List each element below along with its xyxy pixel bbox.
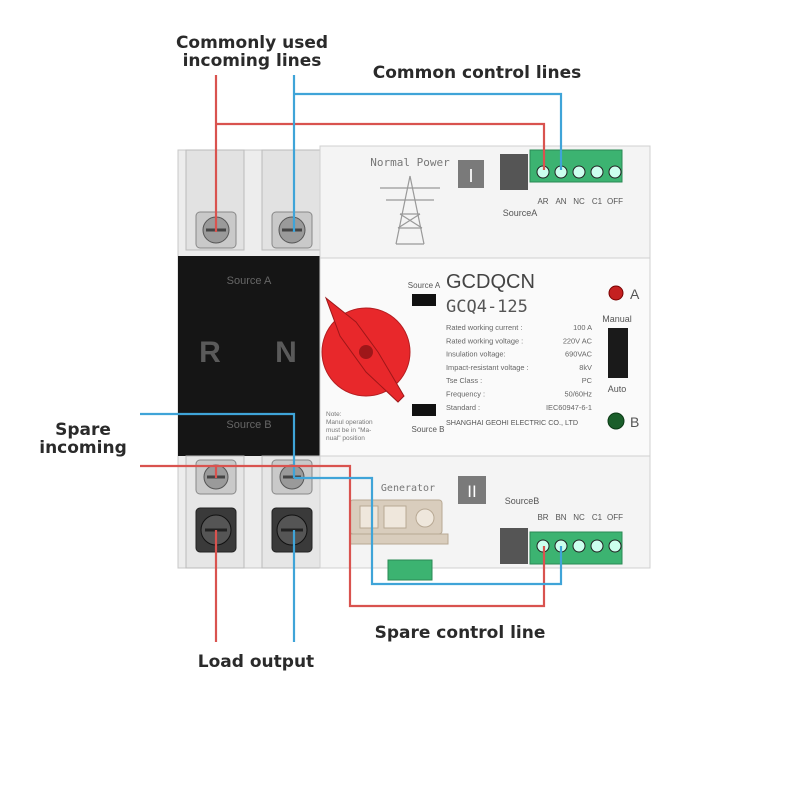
source-b-numeral: II [467,482,476,501]
load-terminal-screw-n [272,508,312,552]
breaker-module: Source A R N Source B [178,150,328,568]
source-b-tag: SourceB [505,496,540,506]
spec-value: 50/60Hz [564,390,592,399]
generator-label: Generator [381,483,435,494]
note-line: nual" position [326,435,365,442]
callout-common-control: Common control lines [362,64,592,82]
note-line: Manul operation [326,419,373,426]
breaker-label-b: Source B [226,419,271,431]
terminal-label-a-c1: C1 [592,197,603,206]
terminal-label-b-bn: BN [555,513,566,522]
switch-position-window-b [412,404,436,416]
din-rail-clip [388,560,432,580]
spec-label: Insulation voltage: [446,350,506,359]
indicator-a-label: A [630,286,640,302]
switch-label-b: Source B [412,425,445,434]
model-number: GCQ4-125 [446,297,528,317]
terminal-label-b-br: BR [537,513,548,522]
callout-commonly-used-incoming: Commonly used incoming lines [172,34,332,70]
terminal-label-b-nc: NC [573,513,585,522]
generator-icon [350,500,448,544]
manufacturer-name: SHANGHAI GEOHI ELECTRIC CO., LTD [446,418,578,427]
normal-power-label: Normal Power [370,156,450,169]
callout-spare-control: Spare control line [360,624,560,642]
mode-manual-label: Manual [602,314,632,324]
spec-value: 220V AC [563,336,593,345]
note-line: Note: [326,411,342,418]
source-a-numeral: I [468,166,473,186]
callout-commonly-used-line2: incoming lines [172,52,332,70]
callout-spare-incoming: Spare incoming [28,421,138,457]
spec-value: PC [582,376,593,385]
spec-value: 100 A [573,323,592,332]
indicator-b-label: B [630,414,639,430]
source-b-indicator-lamp [608,413,624,429]
spec-label: Frequency : [446,390,485,399]
pole-r-label: R [199,336,221,369]
spec-label: Rated working current : [446,323,522,332]
terminal-label-b-off: OFF [607,513,623,522]
spec-label: Standard : [446,403,480,412]
callout-spare-line1: Spare [28,421,138,439]
terminal-label-a-an: AN [555,197,566,206]
switch-label-a: Source A [408,281,441,290]
callout-spare-line2: incoming [28,439,138,457]
callout-load-output: Load output [186,653,326,671]
switch-position-window-a [412,294,436,306]
brand-name: GCDQCN [446,271,535,293]
source-a-tag: SourceA [503,208,538,218]
spec-label: Rated working voltage : [446,336,523,345]
breaker-label-a: Source A [227,275,272,287]
callout-commonly-used-line1: Commonly used [172,34,332,52]
terminal-label-b-c1: C1 [592,513,603,522]
spec-value: 690VAC [565,350,593,359]
terminal-label-a-off: OFF [607,197,623,206]
spec-label: Impact-resistant voltage : [446,363,529,372]
spec-value: 8kV [579,363,592,372]
mode-auto-label: Auto [608,384,627,394]
source-a-indicator-lamp [609,286,623,300]
top-terminal-screw-n [272,212,312,248]
spec-value: IEC60947-6-1 [546,403,592,412]
spec-label: Tse Class : [446,376,482,385]
terminal-label-a-ar: AR [537,197,548,206]
mode-selector-switch[interactable] [608,328,628,378]
pole-n-label: N [275,336,297,369]
terminal-label-a-nc: NC [573,197,585,206]
note-line: must be in "Ma- [326,427,371,434]
